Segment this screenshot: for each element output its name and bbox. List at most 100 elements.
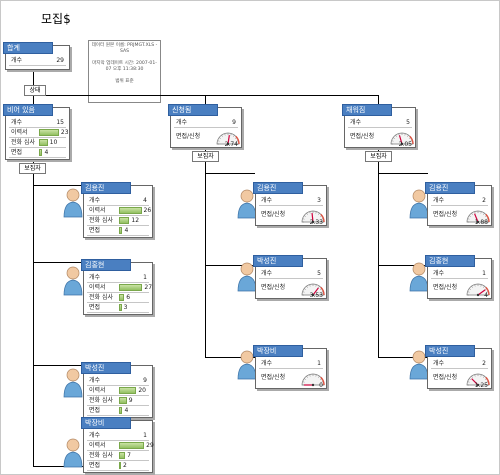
node-header: 신청됨 xyxy=(168,104,218,116)
row-label: 전화 심사 xyxy=(89,397,113,404)
node-group-empty[interactable]: 비어 있음 개수 15 이력서 23 전화 심사 10 면접 4 xyxy=(3,104,70,160)
node-header: 채워짐 xyxy=(342,104,392,116)
row-label: 이력서 xyxy=(89,442,106,449)
info-line: 마지막 업데이트 시간: 2007-01- xyxy=(92,61,157,66)
row-label: 면접/신청 xyxy=(433,374,458,381)
row-label: 개수 xyxy=(261,197,273,204)
gauge-value: 2.05 xyxy=(398,141,412,148)
node-row: 개수 1 xyxy=(87,431,149,441)
row-label: 면접/신청 xyxy=(433,284,458,291)
row-value: 1 xyxy=(482,270,486,277)
row-value: 1 xyxy=(143,274,147,281)
data-bar xyxy=(119,284,143,291)
row-label: 개수 xyxy=(433,360,445,367)
data-bar xyxy=(119,227,123,234)
row-label: 개수 xyxy=(11,119,23,126)
bar-value: 27 xyxy=(144,284,153,291)
row-label: 면접 xyxy=(89,407,101,414)
node-header: 김용진 xyxy=(425,182,475,194)
node-row: 면접/신청 xyxy=(431,370,488,388)
row-value: 5 xyxy=(406,119,410,126)
gauge-needle xyxy=(474,213,479,223)
bar-value: 10 xyxy=(49,139,58,146)
node-row: 면접/신청 xyxy=(259,280,323,298)
row-value: 3 xyxy=(317,197,321,204)
node-row: 면접 3 xyxy=(87,303,149,313)
row-label: 면접 xyxy=(11,149,23,156)
bar-value: 4 xyxy=(44,149,49,156)
page-title: 모집$ xyxy=(41,12,71,26)
node-row: 면접/신청 xyxy=(259,207,323,225)
row-value: 9 xyxy=(232,119,236,126)
gauge-needle xyxy=(471,378,479,386)
info-line: 데이터 원본 이름: PRJMGT.XLS - xyxy=(91,43,158,48)
person-icon xyxy=(62,266,84,300)
gauge-value: 1.25 xyxy=(474,382,488,389)
bar-value: 26 xyxy=(143,207,152,214)
node-row: 면접/신청 xyxy=(431,207,488,225)
bar-value: 6 xyxy=(126,294,131,301)
node-row: 면접/신청 xyxy=(174,129,238,147)
node-header: 김홍현 xyxy=(81,259,131,271)
gauge-icon xyxy=(301,283,325,297)
row-value: 1 xyxy=(143,432,147,439)
connector-line xyxy=(205,162,206,357)
row-label: 개수 xyxy=(261,360,273,367)
connector-line xyxy=(378,357,428,358)
connector-line xyxy=(33,95,379,96)
row-label: 면접/신청 xyxy=(433,211,458,218)
node-header: 박성진 xyxy=(81,362,131,374)
info-line: SAS xyxy=(119,49,130,54)
bar-value: 4 xyxy=(124,407,129,414)
bar-value: 3 xyxy=(123,304,128,311)
gauge-needle xyxy=(311,212,314,223)
gauge-icon xyxy=(466,373,490,387)
node-header: 박장비 xyxy=(253,345,303,357)
data-bar xyxy=(119,462,121,469)
node-row: 이력서 26 xyxy=(87,206,152,216)
row-label: 개수 xyxy=(89,274,101,281)
person-icon xyxy=(408,262,430,296)
row-label: 전화 심사 xyxy=(89,294,113,301)
row-label: 개수 xyxy=(89,377,101,384)
row-label: 면접 xyxy=(89,304,101,311)
data-source-info: 데이터 원본 이름: PRJMGT.XLS - SAS 마지막 업데이트 시간:… xyxy=(88,40,161,103)
connector-line xyxy=(205,95,206,107)
row-label: 전화 심사 xyxy=(89,217,113,224)
node-total[interactable]: 합계 개수 29 xyxy=(3,42,70,70)
status-connector-label: 상태 xyxy=(24,85,46,96)
data-bar xyxy=(119,397,127,404)
data-bar xyxy=(119,442,145,449)
connector-line xyxy=(33,262,83,263)
data-bar xyxy=(119,304,122,311)
row-label: 개수 xyxy=(89,432,101,439)
row-label: 이력서 xyxy=(89,207,106,214)
bar-value: 4 xyxy=(124,227,129,234)
connector-line xyxy=(33,466,83,467)
node-header: 김홍현 xyxy=(425,255,475,267)
gauge-value: 1.88 xyxy=(474,219,488,226)
row-value: 2 xyxy=(482,360,486,367)
connector-line xyxy=(378,162,379,357)
gauge-needle xyxy=(312,287,319,296)
